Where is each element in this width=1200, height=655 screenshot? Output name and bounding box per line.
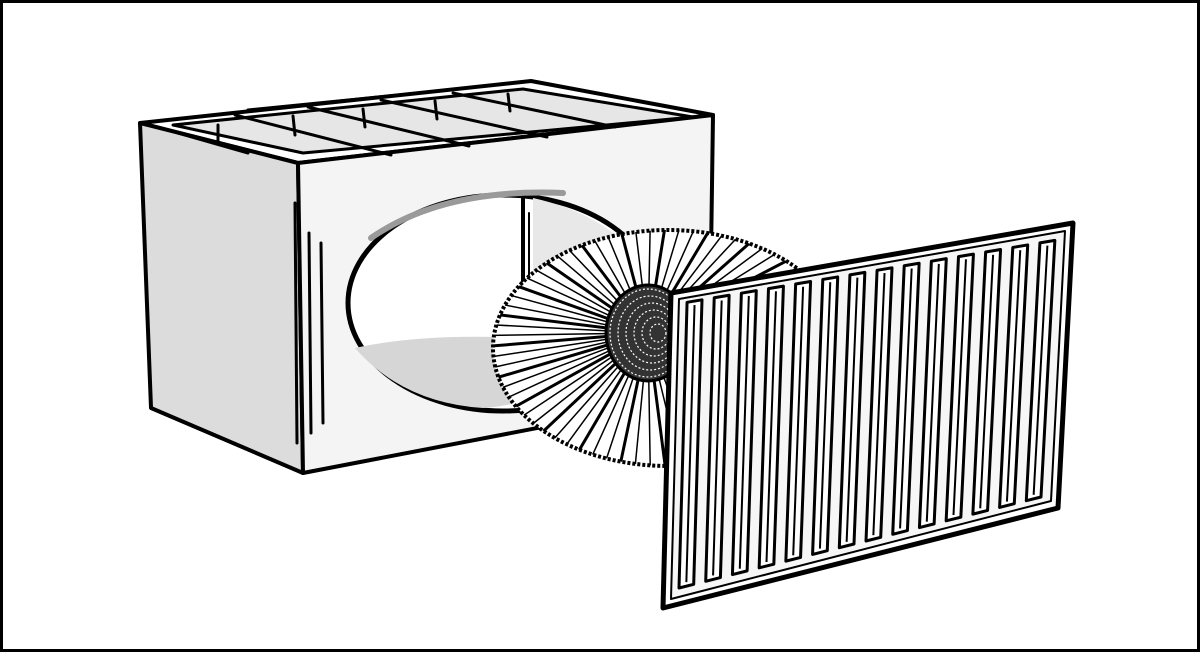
grille-slat-edge (925, 263, 940, 522)
side-panel-lines (176, 131, 325, 445)
grille-slat-edge (712, 300, 723, 576)
grille-slat-edge (952, 259, 967, 516)
grille-slat-edge (765, 291, 777, 563)
grille-slat-edge (1032, 245, 1049, 495)
hub-ring (649, 323, 667, 343)
grille-slat-edge (899, 268, 913, 529)
louvered-grille (660, 220, 1076, 611)
grille-slat-edge (685, 305, 696, 583)
grille-slat-edge (818, 282, 832, 549)
grille-slat-edge (845, 277, 859, 542)
housing-compartments (171, 87, 695, 157)
grille-slat-edge (738, 295, 750, 569)
grille-slat-edge (792, 286, 805, 556)
housing-side-face (138, 121, 305, 475)
grille-slat-edge (1005, 250, 1022, 502)
grille-slats (677, 238, 1057, 590)
grille-slat-edge (872, 273, 886, 536)
grille-slat-edge (979, 254, 995, 509)
exploded-fan-drawing (138, 79, 1076, 611)
